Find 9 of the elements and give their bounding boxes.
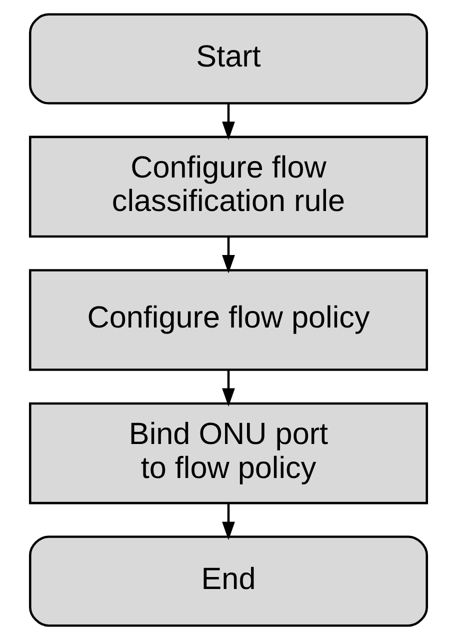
node-box: Start bbox=[28, 13, 428, 104]
arrow bbox=[222, 103, 234, 140]
node-box: Configure flow classification rule bbox=[28, 136, 428, 238]
arrow bbox=[222, 236, 234, 274]
arrow bbox=[222, 370, 234, 407]
node-box: Configure flow policy bbox=[28, 269, 428, 371]
arrow bbox=[222, 503, 234, 540]
node-box: End bbox=[28, 536, 428, 627]
node-box: Bind ONU port to flow policy bbox=[28, 402, 428, 504]
